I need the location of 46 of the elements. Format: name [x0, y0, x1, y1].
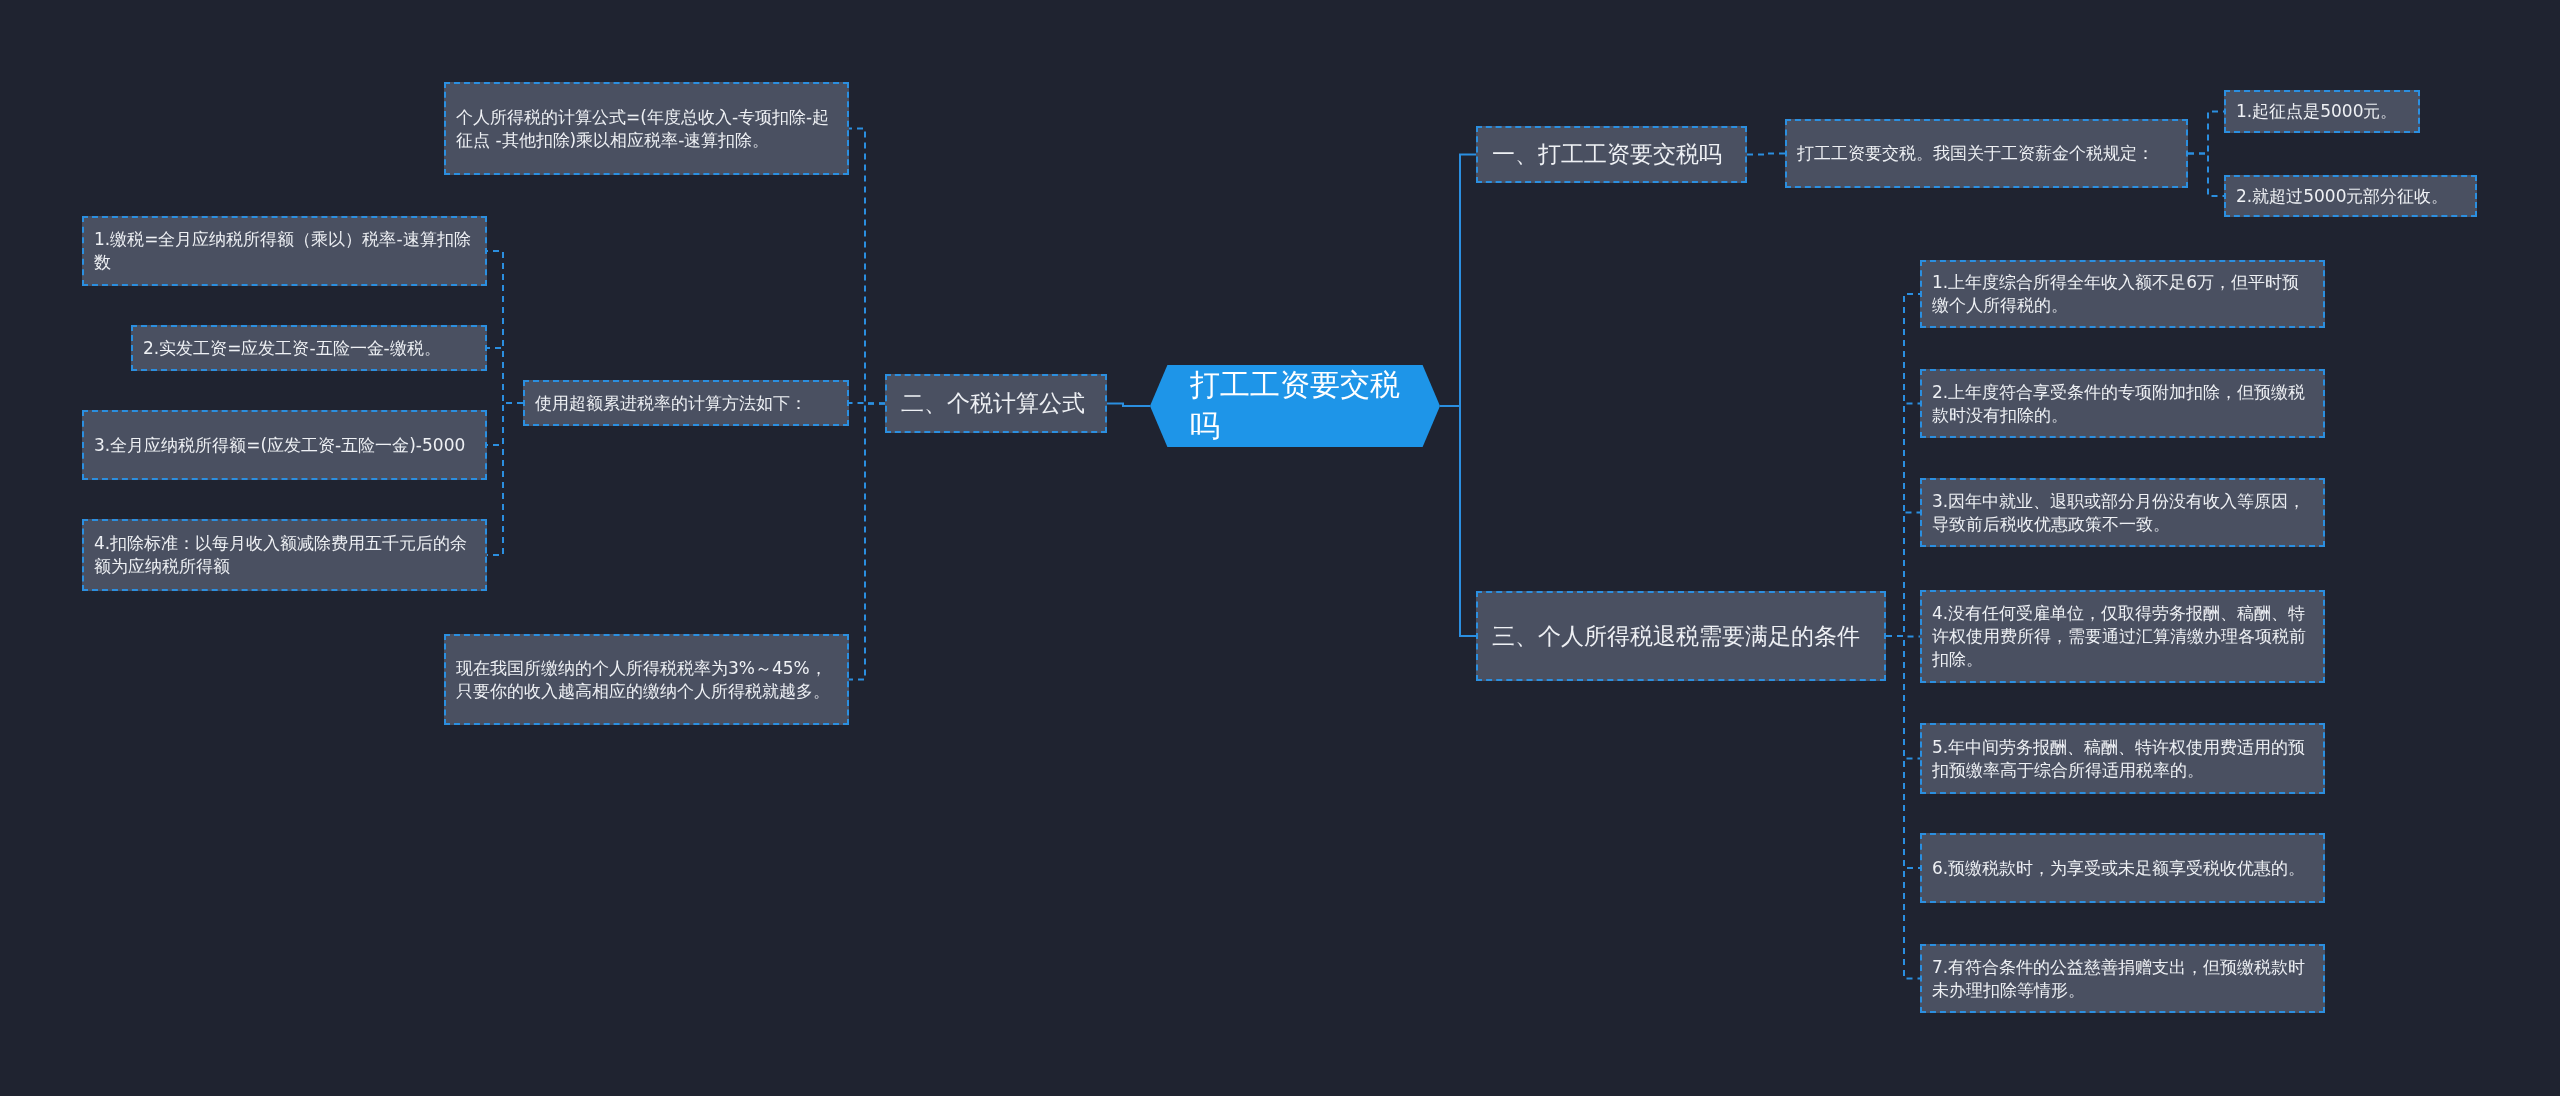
topic-text: 5.年中间劳务报酬、稿酬、特许权使用费适用的预扣预缴率高于综合所得适用税率的。 [1932, 735, 2307, 782]
topic-text: 1.缴税=全月应纳税所得额（乘以）税率-速算扣除数 [94, 228, 472, 274]
topic-box [1476, 126, 1747, 183]
topic-text: 打工工资要交税。我国关于工资薪金个税规定： [1797, 142, 2154, 165]
topic-text: 个人所得税的计算公式=(年度总收入-专项扣除-起征点 -其他扣除)乘以相应税率-速算扣除。 [456, 105, 831, 152]
topic-text: 4.没有任何受雇单位，仅取得劳务报酬、稿酬、特许权使用费所得，需要通过汇算清缴办理各项税前扣除。 [1932, 602, 2307, 671]
topic-box [1920, 723, 2325, 794]
topic-text: 4.扣除标准：以每月收入额减除费用五千元后的余额为应纳税所得额 [94, 532, 469, 578]
topic-text: 二、个税计算公式 [901, 389, 1085, 418]
topic-box [82, 519, 487, 591]
connector-line [848, 402, 886, 681]
topic-text: 1.上年度综合所得全年收入额不足6万，但平时预缴个人所得税的。 [1932, 271, 2301, 317]
topic-box [1785, 119, 2188, 188]
topic-text: 现在我国所缴纳的个人所得税税率为3%～45%，只要你的收入越高相应的缴纳个人所得税就越多。 [456, 656, 831, 703]
topic-text: 2.上年度符合享受条件的专项附加扣除，但预缴税款时没有扣除的。 [1932, 380, 2307, 427]
topic-text: 3.全月应纳税所得额=(应发工资-五险一金)-5000 [94, 433, 466, 457]
topic-text: 1.起征点是5000元。 [2236, 100, 2398, 123]
connector-line [1746, 152, 1786, 156]
topic-text: 7.有符合条件的公益慈善捐赠支出，但预缴税款时未办理扣除等情形。 [1932, 955, 2307, 1002]
topic-text: 2.就超过5000元部分征收。 [2236, 184, 2449, 208]
topic-text: 使用超额累进税率的计算方法如下： [535, 391, 807, 415]
topic-box [444, 82, 849, 175]
connector-line [2187, 152, 2225, 197]
topic-box [1920, 833, 2325, 903]
topic-box [444, 634, 849, 725]
topic-box [1920, 478, 2325, 547]
topic-text: 一、打工工资要交税吗 [1492, 140, 1722, 169]
connector-line [1106, 402, 1151, 407]
topic-box [1476, 591, 1886, 681]
topic-box [2224, 90, 2420, 133]
topic-box [1920, 260, 2325, 328]
topic-box [82, 410, 487, 480]
topic-box [82, 216, 487, 286]
topic-text: 6.预缴税款时，为享受或未足额享受税收优惠的。 [1932, 856, 2306, 880]
topic-box [1920, 590, 2325, 683]
topic-text: 三、个人所得税退税需要满足的条件 [1492, 621, 1860, 651]
connector-line [1885, 635, 1921, 980]
topic-box [2224, 175, 2477, 217]
topic-box [885, 374, 1107, 433]
topic-text: 打工工资要交税吗 [1190, 366, 1400, 445]
topic-text: 3.因年中就业、退职或部分月份没有收入等原因，导致前后税收优惠政策不一致。 [1932, 489, 2307, 536]
topic-box [1920, 369, 2325, 438]
topic-box [1920, 944, 2325, 1013]
topic-box [523, 380, 849, 426]
topic-text: 2.实发工资=应发工资-五险一金-缴税。 [143, 336, 441, 360]
topic-box [131, 325, 487, 371]
